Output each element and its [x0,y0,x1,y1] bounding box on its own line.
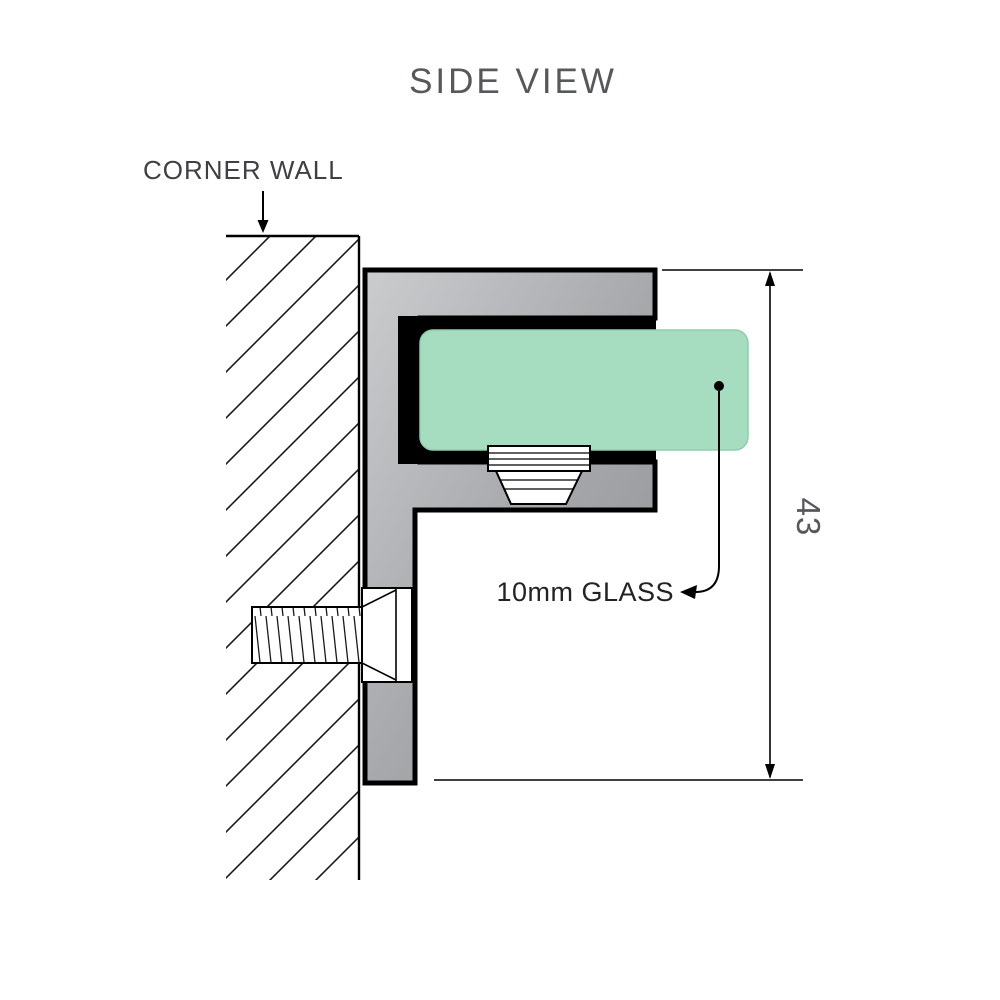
corner-wall-label: CORNER WALL [143,155,344,185]
wall-screw [251,587,413,683]
dimension-arrowhead-bottom-icon [765,764,775,779]
corner-wall [226,234,361,880]
leader-dot-icon [714,381,724,391]
height-dimension: 43 [434,269,827,781]
glass-panel [419,329,749,451]
leader-line [692,391,720,593]
wall-screw-head [361,587,413,683]
wall-hatching [226,236,359,880]
glass-callout: 10mm GLASS [496,381,724,607]
dimension-arrowhead-top-icon [765,271,775,286]
corner-wall-callout: CORNER WALL [143,155,344,233]
leader-arrowhead-icon [680,585,697,599]
page-title: SIDE VIEW [409,62,617,101]
glass-label: 10mm GLASS [496,577,674,607]
wall-screw-countersink-line [361,662,397,681]
wall-screw-countersink-line [361,589,397,608]
corner-wall-arrowhead-icon [257,220,269,233]
set-screw [487,445,591,505]
dimension-label: 43 [790,498,827,537]
set-screw-cone [494,470,584,505]
wall-screw-thread [251,606,363,664]
